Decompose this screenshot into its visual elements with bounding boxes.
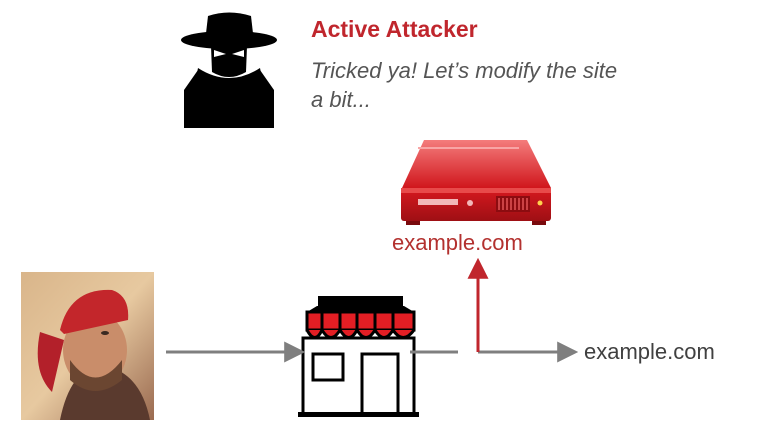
storefront-icon: [298, 296, 419, 417]
server-label: example.com: [392, 230, 523, 255]
user-photo: [21, 272, 154, 420]
destination-label: example.com: [584, 339, 715, 364]
attacker-quote: Tricked ya! Let’s modify the site a bit.…: [311, 58, 618, 112]
attacker-title: Active Attacker: [311, 16, 478, 42]
spy-icon: [181, 12, 277, 128]
server-icon: [401, 140, 551, 225]
